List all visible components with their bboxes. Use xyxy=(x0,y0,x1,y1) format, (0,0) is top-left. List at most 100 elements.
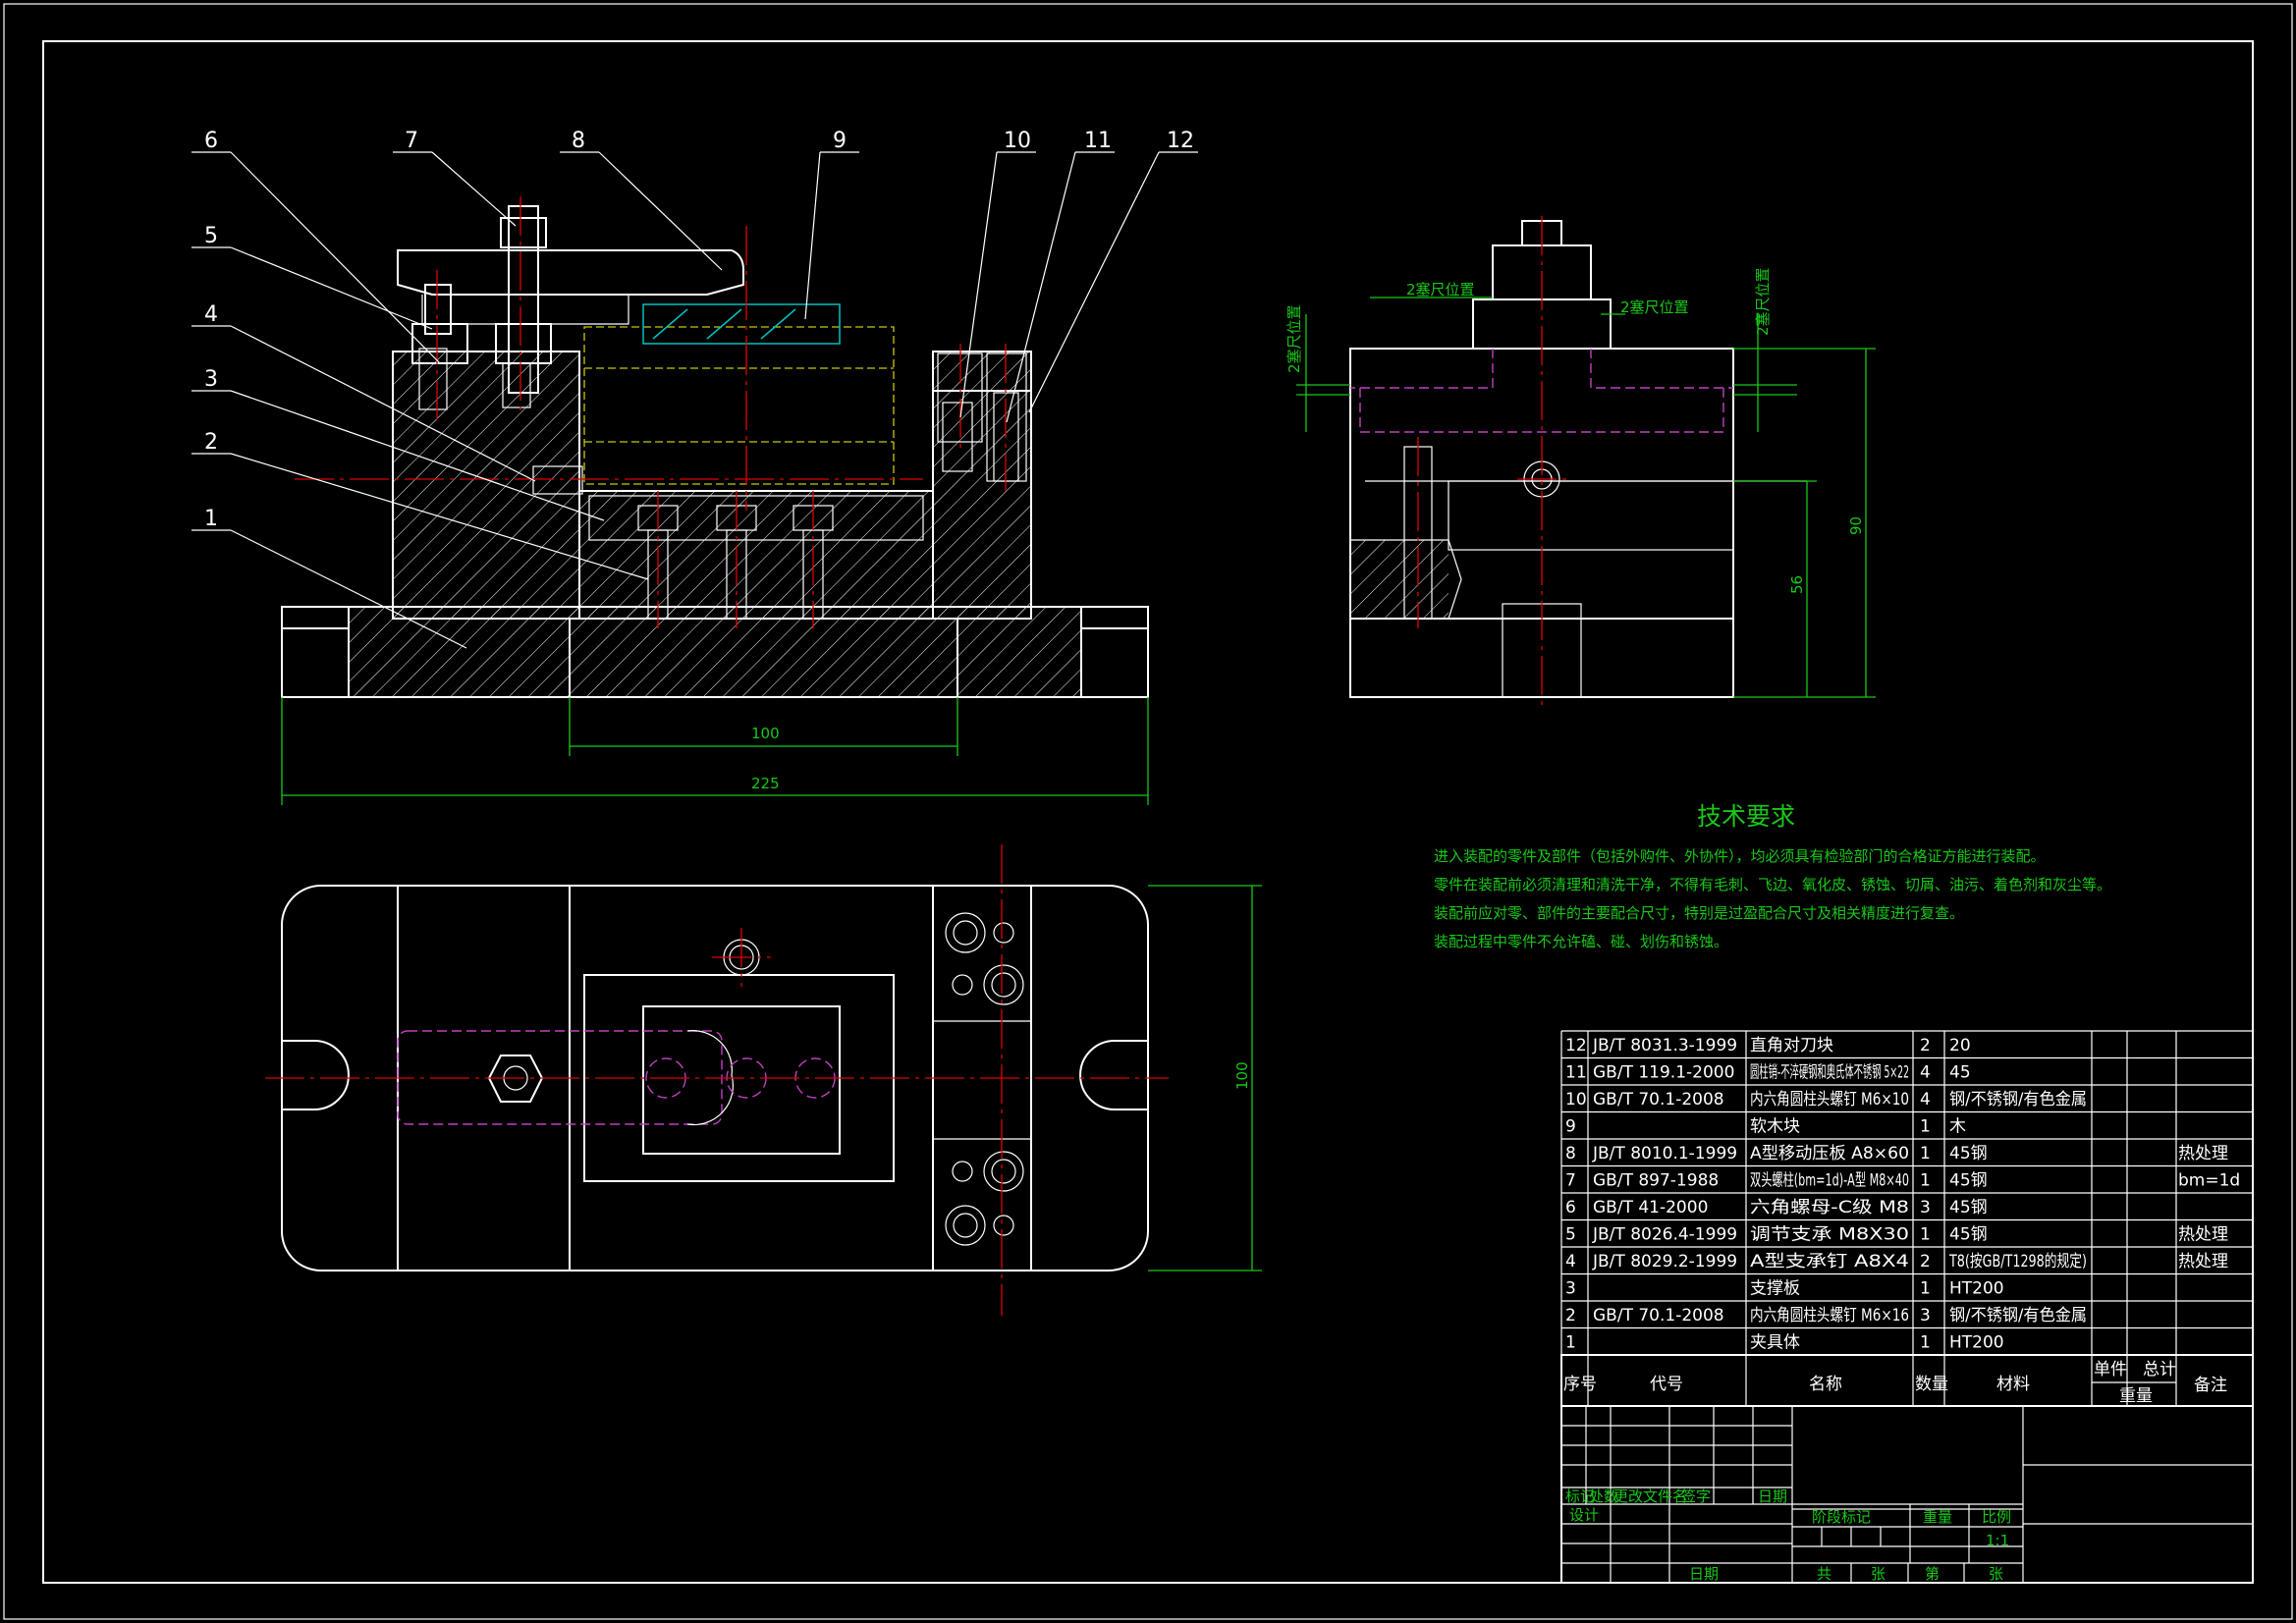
bom-header-unit: 单件 xyxy=(2094,1360,2127,1380)
feeler-label-mid: 2塞尺位置 xyxy=(1620,298,1689,316)
tb-sheets: 张 xyxy=(1871,1565,1886,1583)
balloon-9: 9 xyxy=(833,129,847,153)
balloon-1: 1 xyxy=(204,507,218,531)
side-view: 2塞尺位置 2塞尺位置 2塞尺位置 2塞尺位置 90 56 xyxy=(1285,216,1876,707)
bom-row-1-name: 夹具体 xyxy=(1750,1333,1800,1353)
bom-row-2-qty: 3 xyxy=(1920,1306,1931,1325)
balloon-11: 11 xyxy=(1084,129,1112,153)
tb-mark: 标记 xyxy=(1565,1488,1595,1505)
bom-row-4-qty: 2 xyxy=(1920,1252,1931,1271)
bom-row-4-mat: T8(按GB/T1298的规定) xyxy=(1948,1252,2087,1271)
bom-row-7-note: bm=1d xyxy=(2178,1171,2240,1191)
tech-title: 技术要求 xyxy=(1697,802,1795,831)
bom-row-8-no: 8 xyxy=(1565,1144,1576,1163)
balloon-2: 2 xyxy=(204,430,218,455)
bom-row-12-no: 12 xyxy=(1565,1036,1587,1055)
bom-row-1-no: 1 xyxy=(1565,1333,1576,1353)
bom-row-10-no: 10 xyxy=(1565,1090,1587,1109)
tech-line-3: 装配前应对零、部件的主要配合尺寸，特别是过盈配合尺寸及相关精度进行复查。 xyxy=(1434,904,1964,922)
bom-row-7-name: 双头螺柱(bm=1d)-A型 M8×40 xyxy=(1750,1171,1909,1191)
bom-row-6-mat: 45钢 xyxy=(1949,1198,1988,1217)
bom-row-6-qty: 3 xyxy=(1920,1198,1931,1217)
top-view: 100 xyxy=(265,844,1262,1316)
inner-frame xyxy=(42,40,2254,1584)
bom-header-mat: 材料 xyxy=(1996,1375,2030,1394)
bom-header-weight: 重量 xyxy=(2119,1386,2153,1406)
tb-date2: 日期 xyxy=(1689,1565,1719,1583)
bom-row-11-name: 圆柱销-不淬硬钢和奥氏体不锈钢 5×22 xyxy=(1750,1063,1909,1083)
bom-row-12-name: 直角对刀块 xyxy=(1750,1036,1833,1055)
bom-row-1-mat: HT200 xyxy=(1949,1333,2004,1353)
balloon-4: 4 xyxy=(204,302,218,327)
bom-row-5-mat: 45钢 xyxy=(1949,1225,1988,1245)
tb-scale-value: 1:1 xyxy=(1986,1532,2009,1549)
bom-row-2-mat: 钢/不锈钢/有色金属 xyxy=(1949,1306,2087,1325)
bom-row-2-name: 内六角圆柱头螺钉 M6×16 xyxy=(1750,1306,1909,1325)
outer-frame xyxy=(3,3,2293,1620)
tb-sign: 签字 xyxy=(1681,1488,1711,1505)
bom-row-12-code: JB/T 8031.3-1999 xyxy=(1592,1036,1737,1055)
bom-row-7-code: GB/T 897-1988 xyxy=(1593,1171,1719,1191)
balloon-5: 5 xyxy=(204,224,218,248)
bom-row-4-no: 4 xyxy=(1565,1252,1576,1271)
bom-row-4-note: 热处理 xyxy=(2178,1252,2228,1271)
balloon-leaders xyxy=(191,151,1198,649)
bom-row-8-mat: 45钢 xyxy=(1949,1144,1988,1163)
front-view: 100 225 xyxy=(281,196,1149,805)
dim-100-top: 100 xyxy=(1233,1061,1251,1090)
bom-row-3-mat: HT200 xyxy=(1949,1279,2004,1299)
balloon-8: 8 xyxy=(572,129,585,153)
bom-row-10-mat: 钢/不锈钢/有色金属 xyxy=(1949,1090,2087,1109)
bom-header-no: 序号 xyxy=(1563,1375,1597,1394)
feeler-label-vert-left: 2塞尺位置 xyxy=(1285,304,1303,373)
bom-row-11-qty: 4 xyxy=(1920,1063,1931,1083)
bom-row-7-qty: 1 xyxy=(1920,1171,1931,1191)
tech-line-1: 进入装配的零件及部件（包括外购件、外协件），均必须具有检验部门的合格证方能进行装… xyxy=(1434,847,2046,865)
tb-scale: 比例 xyxy=(1982,1508,2011,1526)
bom-row-11-no: 11 xyxy=(1565,1063,1587,1083)
tb-date: 日期 xyxy=(1758,1488,1787,1505)
bom-row-6-name: 六角螺母-C级 M8 xyxy=(1750,1198,1909,1217)
bom-row-8-name: A型移动压板 A8×60 xyxy=(1750,1144,1909,1163)
bom-row-4-code: JB/T 8029.2-1999 xyxy=(1592,1252,1737,1271)
balloon-7: 7 xyxy=(405,129,418,153)
bom-row-1-qty: 1 xyxy=(1920,1333,1931,1353)
bom-row-5-code: JB/T 8026.4-1999 xyxy=(1592,1225,1737,1245)
bom-row-3-name: 支撑板 xyxy=(1750,1279,1800,1299)
bom-row-5-no: 5 xyxy=(1565,1225,1576,1245)
tb-weight: 重量 xyxy=(1923,1508,1952,1526)
bom-row-3-qty: 1 xyxy=(1920,1279,1931,1299)
technical-requirements: 技术要求 进入装配的零件及部件（包括外购件、外协件），均必须具有检验部门的合格证… xyxy=(1434,802,2111,950)
bom-row-10-qty: 4 xyxy=(1920,1090,1931,1109)
bom-row-7-no: 7 xyxy=(1565,1171,1576,1191)
tb-design: 设计 xyxy=(1569,1506,1599,1524)
tech-line-2: 零件在装配前必须清理和清洗干净，不得有毛刺、飞边、氧化皮、锈蚀、切屑、油污、着色… xyxy=(1434,876,2111,893)
feeler-label-left: 2塞尺位置 xyxy=(1406,281,1475,298)
bom-row-10-name: 内六角圆柱头螺钉 M6×10 xyxy=(1750,1090,1909,1109)
bom-row-11-mat: 45 xyxy=(1949,1063,1971,1083)
balloon-3: 3 xyxy=(204,367,218,392)
bom-row-11-code: GB/T 119.1-2000 xyxy=(1593,1063,1734,1083)
bom-row-3-no: 3 xyxy=(1565,1279,1576,1299)
tech-line-4: 装配过程中零件不允许磕、碰、划伤和锈蚀。 xyxy=(1434,933,1728,950)
balloon-10: 10 xyxy=(1004,129,1031,153)
dim-90-side: 90 xyxy=(1847,516,1865,535)
bom-row-5-note: 热处理 xyxy=(2178,1225,2228,1245)
tb-page: 第 xyxy=(1925,1565,1940,1583)
bom-row-5-qty: 1 xyxy=(1920,1225,1931,1245)
balloon-6: 6 xyxy=(204,129,218,153)
tb-stage: 阶段标记 xyxy=(1812,1508,1871,1526)
tb-total: 共 xyxy=(1817,1565,1831,1583)
dim-100-front: 100 xyxy=(751,725,780,742)
bom-header-total: 总计 xyxy=(2143,1360,2176,1380)
bom-row-12-qty: 2 xyxy=(1920,1036,1931,1055)
bom-header-qty: 数量 xyxy=(1915,1375,1948,1394)
tb-change-doc: 更改文件名 xyxy=(1613,1488,1687,1505)
bom-header-note: 备注 xyxy=(2194,1376,2227,1395)
bom-row-9-qty: 1 xyxy=(1920,1117,1931,1137)
feeler-label-vert-right: 2塞尺位置 xyxy=(1754,267,1772,336)
balloon-12: 12 xyxy=(1167,129,1194,153)
dim-56-side: 56 xyxy=(1788,575,1806,594)
